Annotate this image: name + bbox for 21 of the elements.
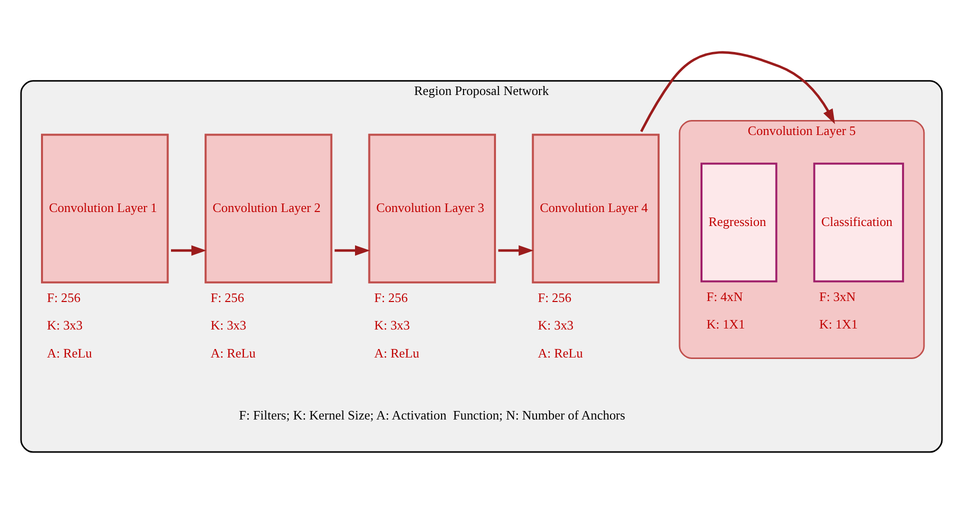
node-label: K: 1X1 <box>819 316 858 332</box>
node-label: A: ReLu <box>538 346 583 361</box>
node-label: K: 3x3 <box>46 318 83 333</box>
node-label: F: 256 <box>538 290 572 305</box>
node-label: K: 1X1 <box>706 316 746 332</box>
node-label: K: 3x3 <box>210 318 246 333</box>
arrow <box>334 245 370 256</box>
node-label: F: 256 <box>374 290 408 305</box>
arrow <box>640 51 835 132</box>
node-label: F: 256 <box>210 290 244 305</box>
node-label: K: 3x3 <box>374 318 410 333</box>
arrow <box>171 245 206 256</box>
node-label: F: 4xN <box>706 288 743 304</box>
node-label: K: 3x3 <box>538 318 574 333</box>
arrow <box>498 245 534 256</box>
node-label: A: ReLu <box>374 346 420 361</box>
label: F: Filters; K: Kernel Size; A: Activation Function; N: Number of Anchors <box>239 408 626 422</box>
node-label: A: ReLu <box>210 346 256 361</box>
node-label: F: 256 <box>46 290 80 305</box>
node-label: F: 3xN <box>819 288 856 304</box>
node-label: A: ReLu <box>46 346 92 361</box>
